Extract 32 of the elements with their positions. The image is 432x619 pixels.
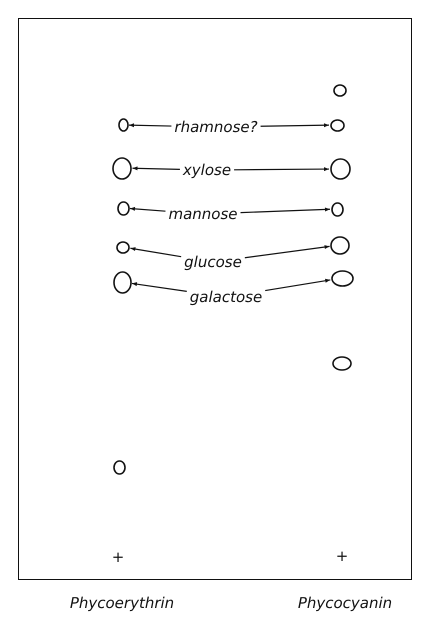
chromatogram-spot [116, 200, 130, 216]
chromatogram-spot [330, 118, 344, 132]
chromatogram-spot [112, 270, 132, 294]
lane-label: Phycocyanin [298, 594, 392, 612]
leader-arrow [265, 278, 330, 292]
sugar-label: glucose [184, 253, 242, 271]
leader-arrow [128, 123, 172, 128]
chromatogram-spot [118, 118, 128, 132]
lane-label: Phycoerythrin [70, 594, 174, 612]
chromatogram-spot [330, 236, 350, 254]
chromatogram-spot [330, 202, 344, 216]
leader-arrow [132, 166, 180, 170]
leader-arrow [244, 245, 330, 258]
sugar-label: mannose [168, 205, 238, 223]
chromatogram-spot [112, 460, 126, 474]
origin-mark: + [336, 547, 348, 565]
leader-arrow [260, 123, 330, 128]
leader-arrow [240, 207, 330, 214]
chromatogram-spot [333, 84, 347, 96]
chromatogram-spot [332, 356, 352, 370]
leader-arrow [132, 282, 187, 292]
chromatogram-spot [330, 270, 354, 286]
chromatogram-spot [112, 156, 132, 180]
sugar-label: rhamnose? [174, 118, 258, 136]
chromatogram-spot [330, 158, 350, 180]
leader-arrow [130, 206, 166, 212]
sugar-label: galactose [190, 288, 262, 306]
sugar-label: xylose [182, 161, 232, 179]
origin-mark: + [112, 548, 124, 566]
chromatogram-spot [116, 240, 130, 254]
leader-arrow [234, 167, 329, 172]
leader-arrow [130, 247, 182, 258]
